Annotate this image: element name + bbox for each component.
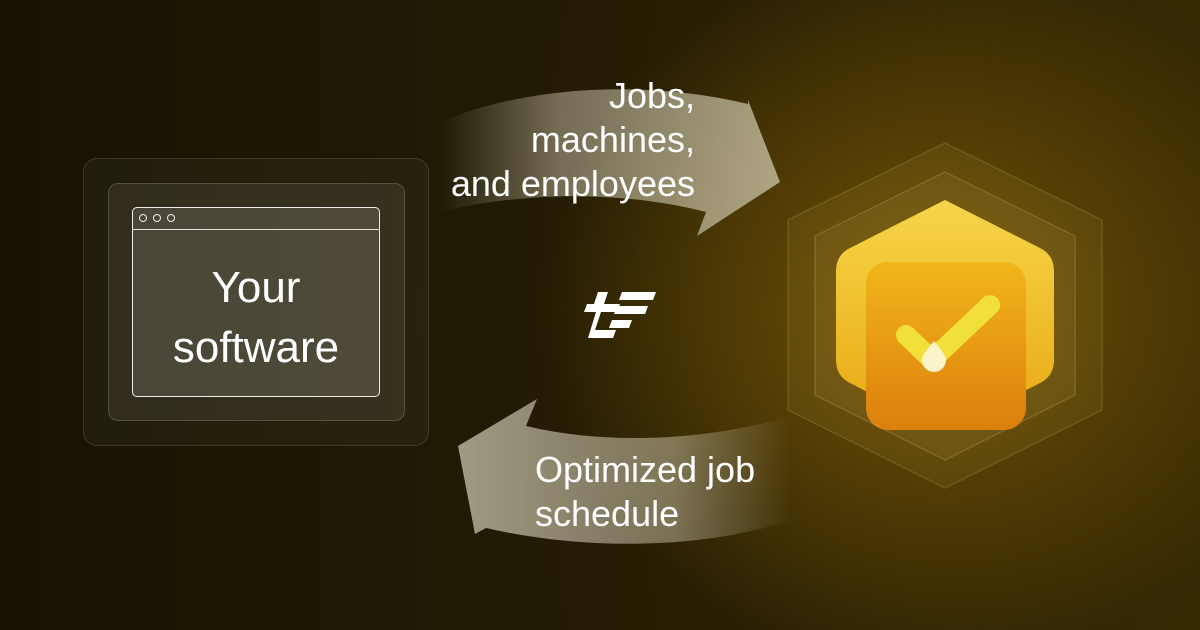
software-window: Your software [132, 207, 380, 397]
outgoing-arrow [440, 89, 780, 236]
checkmark-hexagon-icon [787, 142, 1103, 489]
software-card-outer [83, 158, 429, 446]
window-dot-icon [153, 214, 161, 222]
window-dot-icon [167, 214, 175, 222]
software-title: Your software [172, 263, 340, 372]
outgoing-label: Jobs, machines, and employees [450, 75, 695, 204]
incoming-label: Optimized job schedule [535, 449, 756, 534]
window-dot-icon [139, 214, 147, 222]
brand-logo-icon [584, 292, 656, 338]
window-title-bar [133, 208, 379, 230]
incoming-arrow [458, 399, 790, 544]
software-card-inner [108, 183, 405, 421]
